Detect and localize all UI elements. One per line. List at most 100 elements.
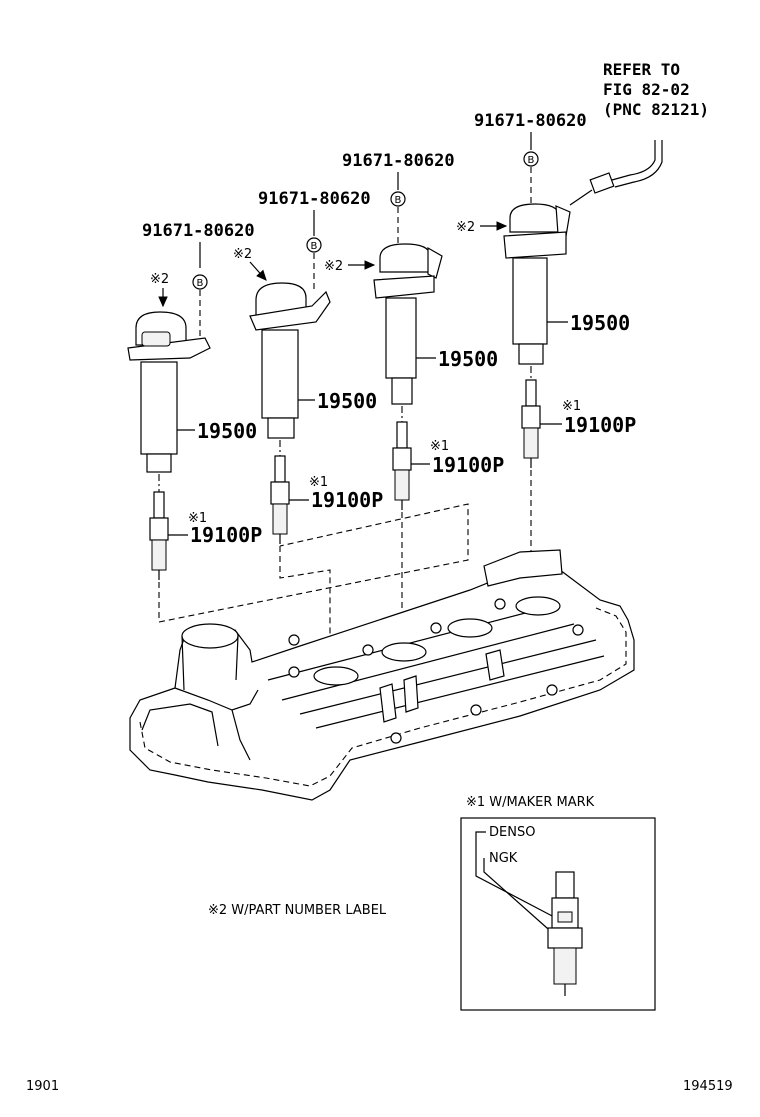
coil-head	[255, 282, 307, 317]
plug-hex	[270, 481, 290, 505]
coil-boot	[391, 377, 413, 405]
plug-hole-3	[447, 618, 493, 638]
plug-part-number: 19100P	[564, 413, 636, 437]
bolt-boss	[572, 624, 584, 636]
bolt-boss	[390, 732, 402, 744]
plug-thread	[394, 469, 410, 501]
refer-line-1: REFER TO	[603, 60, 680, 79]
coil-boot	[267, 417, 295, 439]
bolt-marker-icon	[523, 151, 539, 167]
plug-thread	[272, 503, 288, 535]
bolt-label-4: 91671-80620 B	[474, 111, 587, 205]
plug-hex	[521, 405, 541, 429]
coil-head	[379, 243, 431, 273]
coil-connector	[555, 205, 571, 237]
ignition-coil-1: ※2 19500	[127, 272, 257, 492]
oil-filler-cap	[181, 623, 239, 649]
plug-part-number: 19100P	[190, 523, 262, 547]
bolt-marker-icon	[192, 274, 208, 290]
coil-head	[509, 203, 561, 233]
plug-hole-2	[381, 642, 427, 662]
refer-to-callout: REFER TO FIG 82-02 (PNC 82121)	[569, 60, 709, 206]
coil-note: ※2	[233, 247, 252, 262]
bolt-part-number: 91671-80620	[342, 151, 455, 171]
maker-mark-note: ※1 W/MAKER MARK	[466, 795, 595, 810]
plug-part-number: 19100P	[432, 453, 504, 477]
inset-plug-hex	[547, 927, 583, 949]
refer-line-3: (PNC 82121)	[603, 100, 709, 119]
coil-flange	[127, 337, 211, 361]
inset-plug-thread	[553, 947, 577, 985]
bolt-boss	[546, 684, 558, 696]
bolt-part-number: 91671-80620	[474, 111, 587, 131]
bolt-marker-letter: B	[311, 241, 318, 252]
coil-boot	[518, 343, 544, 365]
coil-boot	[146, 453, 172, 473]
plug-hole-4	[515, 596, 561, 616]
plug-terminal	[525, 379, 537, 407]
plug-note: ※1	[188, 511, 207, 526]
plug-hex	[149, 517, 169, 541]
coil-flange	[503, 231, 567, 259]
bolt-boss	[494, 598, 506, 610]
pcv-port	[485, 649, 505, 681]
bolt-marker-icon	[306, 237, 322, 253]
bolt-marker-letter: B	[528, 155, 535, 166]
cylinder-head-cover	[129, 549, 635, 801]
maker-mark-inset: DENSO NGK	[460, 817, 656, 1011]
cover-rear-boss	[483, 549, 563, 587]
spark-plug-4: ※1 19100P	[521, 379, 636, 468]
plug-terminal	[274, 455, 286, 483]
ngk-mark-label: NGK	[489, 851, 518, 866]
denso-mark-label: DENSO	[489, 825, 535, 840]
coil-body	[140, 361, 178, 455]
coil-part-number: 19500	[317, 389, 377, 413]
wire-harness	[611, 140, 656, 181]
bolt-label-3: 91671-80620 B	[342, 151, 455, 248]
bolt-part-number: 91671-80620	[258, 189, 371, 209]
ignition-coil-2: ※2 19500	[233, 247, 377, 456]
bolt-marker-icon	[390, 191, 406, 207]
coil-note: ※2	[324, 259, 343, 274]
coil-part-number: 19500	[438, 347, 498, 371]
coil-connector	[141, 331, 171, 347]
coil-body	[512, 257, 548, 345]
plug-thread	[523, 427, 539, 459]
wire-harness-2	[614, 140, 663, 188]
bolt-boss	[362, 644, 374, 656]
inset-plug-terminal	[555, 871, 575, 899]
coil-connector	[427, 246, 443, 279]
footer-left-code: 1901	[26, 1079, 59, 1094]
plug-terminal	[396, 421, 408, 449]
coil-part-number: 19500	[570, 311, 630, 335]
pcv-port	[379, 683, 397, 723]
plug-thread	[151, 539, 167, 571]
ignition-coil-4: ※2 19500	[456, 203, 630, 380]
spark-plug-1: ※1 19100P	[149, 491, 262, 580]
plug-hex	[392, 447, 412, 471]
spark-plug-2: ※1 19100P	[270, 455, 383, 544]
coil-flange	[373, 275, 435, 299]
footer-right-code: 194519	[683, 1079, 733, 1094]
pcv-port	[403, 675, 419, 713]
bolt-boss	[288, 634, 300, 646]
wire-to-coil	[569, 189, 593, 206]
plug-note: ※1	[430, 439, 449, 454]
coil-flange	[249, 290, 331, 331]
bolt-boss	[430, 622, 442, 634]
plug-hole-1	[313, 666, 359, 686]
bolt-boss	[288, 666, 300, 678]
bolt-label-2: 91671-80620 B	[258, 189, 371, 290]
ignition-coil-3: ※2 19500	[324, 243, 498, 422]
plug-note: ※1	[562, 399, 581, 414]
coil-note: ※2	[456, 220, 475, 235]
bolt-label-1: 91671-80620 B	[142, 221, 255, 340]
plug-note: ※1	[309, 475, 328, 490]
wire-connector	[589, 172, 615, 194]
part-number-label-note: ※2 W/PART NUMBER LABEL	[208, 903, 387, 918]
coil-note: ※2	[150, 272, 169, 287]
bolt-boss	[470, 704, 482, 716]
coil-body	[261, 329, 299, 419]
